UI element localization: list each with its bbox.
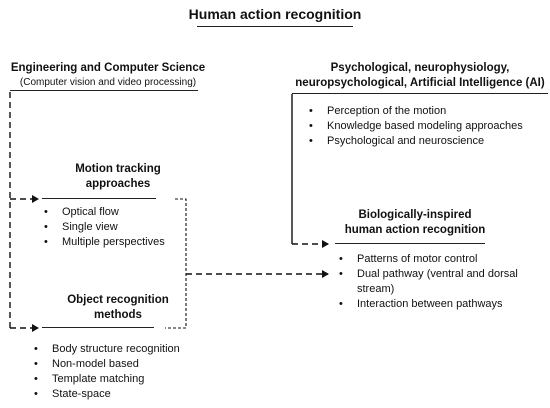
bio-heading-line1: Biologically-inspired	[358, 209, 472, 221]
list-item: Non-model based	[30, 357, 180, 372]
psychology-heading-line2: neuropsychological, Artificial Intellige…	[295, 77, 545, 89]
object-recognition-heading-line2: methods	[94, 309, 142, 321]
title-underline	[197, 26, 353, 27]
list-item: Patterns of motor control	[335, 252, 518, 267]
list-item: Body structure recognition	[30, 342, 180, 357]
psychology-underline	[292, 93, 548, 94]
motion-tracking-heading-line2: approaches	[85, 178, 151, 190]
psychology-heading-line1: Psychological, neurophysiology,	[330, 62, 510, 74]
motion-tracking-underline	[42, 198, 156, 199]
diagram-title: Human action recognition	[188, 6, 362, 22]
list-item: Dual pathway (ventral and dorsal	[335, 267, 518, 282]
object-recognition-underline	[42, 327, 154, 328]
list-item: Optical flow	[40, 205, 165, 220]
bio-heading-line2: human action recognition	[344, 224, 486, 236]
bio-underline	[335, 243, 485, 244]
list-item: Knowledge based modeling approaches	[305, 119, 523, 134]
engineering-subheading: (Computer vision and video processing)	[19, 77, 197, 88]
list-item: Multiple perspectives	[40, 235, 165, 250]
list-item: Interaction between pathways	[335, 297, 518, 312]
bio-list: Patterns of motor control Dual pathway (…	[335, 252, 518, 312]
engineering-heading: Engineering and Computer Science	[10, 62, 206, 74]
list-item: State-space	[30, 387, 180, 402]
list-item: Template matching	[30, 372, 180, 387]
motion-tracking-heading-line1: Motion tracking	[75, 163, 161, 175]
list-item: Psychological and neuroscience	[305, 134, 523, 149]
object-recognition-heading-line1: Object recognition	[67, 294, 169, 306]
list-item-continuation: stream)	[357, 283, 395, 295]
motion-tracking-list: Optical flow Single view Multiple perspe…	[40, 205, 165, 250]
list-item: Single view	[40, 220, 165, 235]
list-item: Perception of the motion	[305, 104, 523, 119]
psychology-list: Perception of the motion Knowledge based…	[305, 104, 523, 149]
object-recognition-list: Body structure recognition Non-model bas…	[30, 342, 180, 402]
engineering-underline	[10, 90, 198, 91]
